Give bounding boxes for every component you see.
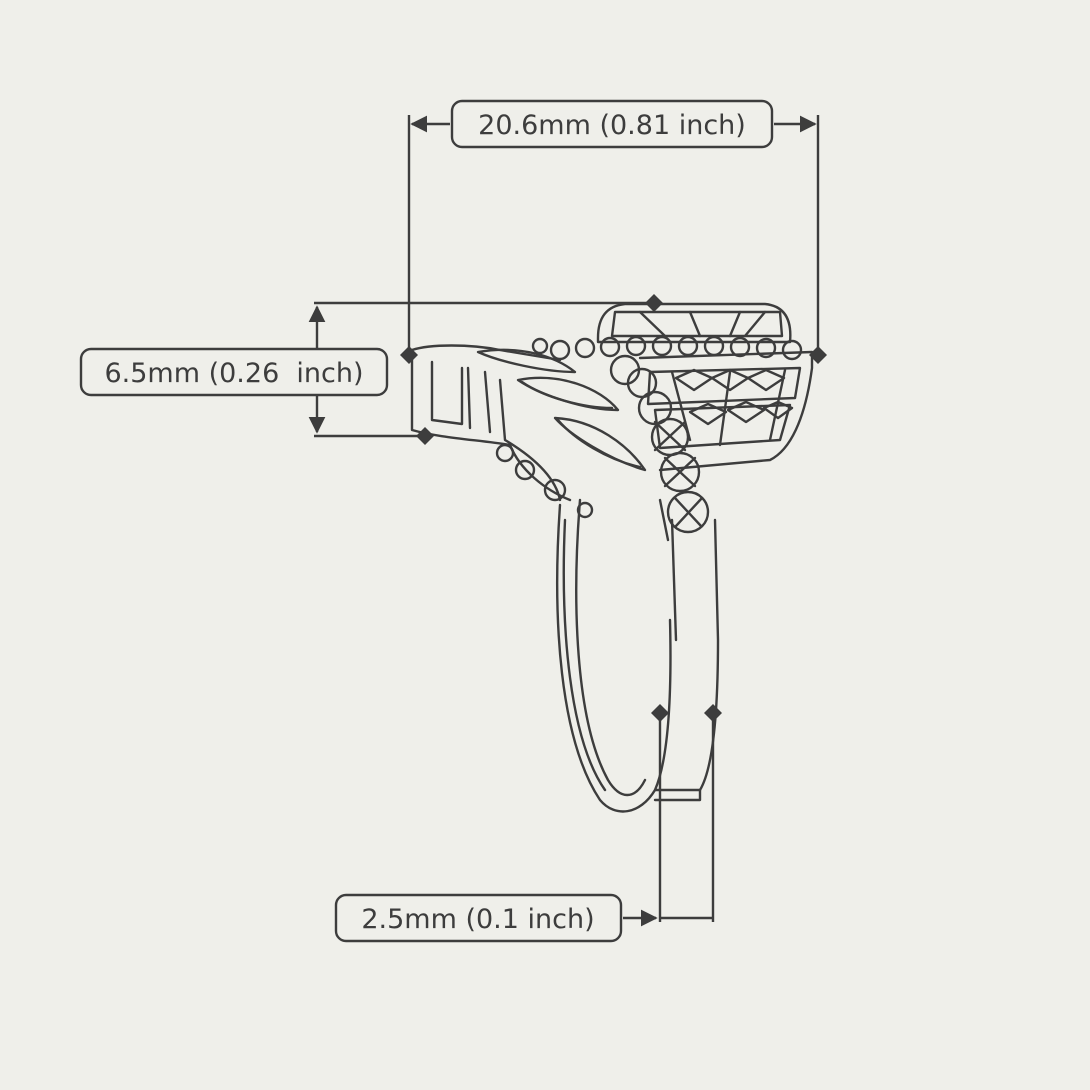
band-extension bbox=[410, 344, 594, 519]
ring-band bbox=[556, 498, 720, 813]
ring-illustration bbox=[410, 302, 814, 813]
dimension-markers bbox=[400, 294, 827, 722]
dimension-lines bbox=[308, 115, 820, 927]
band-dimension-label: 2.5mm (0.1 inch) bbox=[334, 893, 623, 943]
height-bottom-marker bbox=[416, 427, 434, 445]
marquise-stones bbox=[476, 348, 647, 472]
height-dimension-label: 6.5mm (0.26 inch) bbox=[79, 347, 389, 397]
center-stone bbox=[596, 302, 792, 344]
height-top-marker bbox=[645, 294, 663, 312]
band-left-marker bbox=[651, 704, 669, 722]
height-label-text: 6.5mm (0.26 inch) bbox=[104, 358, 363, 389]
side-stones bbox=[609, 354, 710, 534]
band-right-marker bbox=[704, 704, 722, 722]
width-right-marker bbox=[809, 346, 827, 364]
width-label-text: 20.6mm (0.81 inch) bbox=[478, 110, 746, 141]
width-left-marker bbox=[400, 346, 418, 364]
halo-stones bbox=[531, 335, 803, 361]
width-dimension-label: 20.6mm (0.81 inch) bbox=[450, 99, 774, 149]
band-label-text: 2.5mm (0.1 inch) bbox=[361, 904, 594, 935]
ring-gallery bbox=[638, 350, 814, 472]
